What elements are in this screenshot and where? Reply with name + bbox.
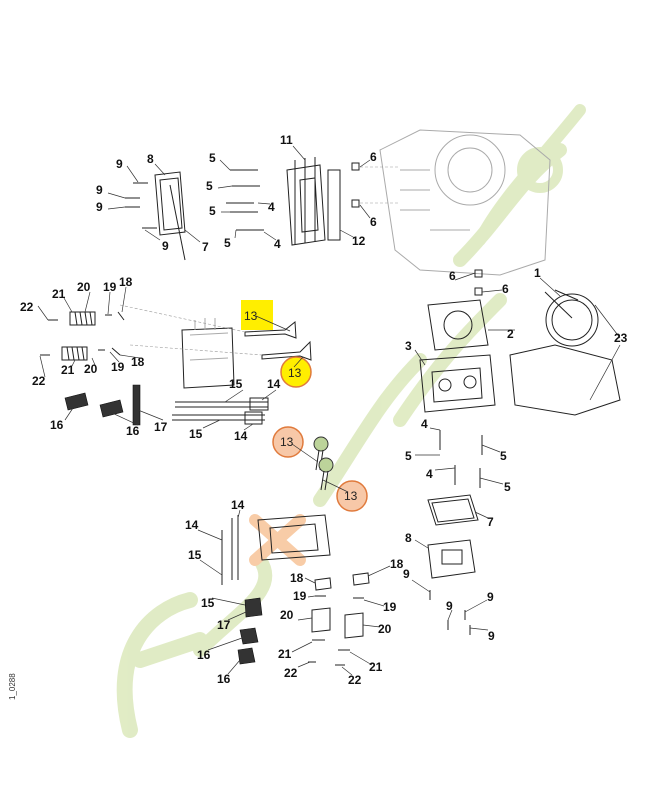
cylinder-head-side [181, 318, 235, 389]
callout: 17 [154, 420, 168, 434]
callout: 19 [293, 589, 307, 603]
callout: 5 [224, 236, 231, 250]
callout: 16 [126, 424, 140, 438]
rocker-gasket-cover [427, 494, 479, 635]
callout: 19 [383, 600, 397, 614]
callout: 20 [77, 280, 91, 294]
callout: 20 [84, 362, 98, 376]
callout: 9 [96, 200, 103, 214]
callout: 4 [426, 467, 433, 481]
highlight-square-13 [241, 300, 273, 330]
callout-highlighted: 13 [288, 366, 302, 380]
highlight-circle-13-b [272, 426, 304, 458]
callout: 4 [268, 200, 275, 214]
cylinder-head [419, 354, 496, 413]
callout-highlighted: 13 [280, 435, 294, 449]
callout: 8 [405, 531, 412, 545]
callout: 18 [390, 557, 404, 571]
callout: 19 [103, 280, 117, 294]
callout-highlighted: 13 [244, 309, 258, 323]
callout: 12 [352, 234, 366, 248]
breather-cover [154, 171, 186, 261]
callout: 9 [162, 239, 169, 253]
cylinder-head-top [226, 157, 400, 246]
callout: 14 [231, 498, 245, 512]
head-gasket [427, 269, 489, 351]
highlight-circle-13-a [280, 356, 312, 388]
callout: 6 [502, 282, 509, 296]
callout: 5 [504, 480, 511, 494]
callout: 7 [487, 515, 494, 529]
callout: 19 [111, 360, 125, 374]
callout: 18 [290, 571, 304, 585]
callout-labels: 9 8 9 9 9 7 5 5 5 5 4 4 11 6 6 12 22 21 … [20, 133, 628, 687]
lower-valve-springs [308, 572, 370, 666]
callout: 9 [96, 183, 103, 197]
callout: 15 [189, 427, 203, 441]
head-bolts [439, 430, 483, 488]
callout: 21 [369, 660, 383, 674]
callout: 21 [61, 363, 75, 377]
callout: 5 [209, 204, 216, 218]
callout-highlighted: 13 [344, 489, 358, 503]
callout: 9 [446, 599, 453, 613]
diagram-code: 1_0288 [8, 673, 17, 700]
callout: 1 [534, 266, 541, 280]
callout: 15 [229, 377, 243, 391]
valves-highlighted [313, 436, 334, 491]
callout: 6 [370, 215, 377, 229]
callout: 9 [488, 629, 495, 643]
callout: 22 [348, 673, 362, 687]
callout: 6 [370, 150, 377, 164]
engine-block [379, 129, 551, 276]
callout: 3 [405, 339, 412, 353]
lower-head-assembly [221, 514, 331, 665]
callout: 14 [185, 518, 199, 532]
callout: 22 [32, 374, 46, 388]
callout: 7 [202, 240, 209, 254]
callout: 21 [278, 647, 292, 661]
callout: 4 [421, 417, 428, 431]
highlight-circle-13-c [336, 480, 368, 512]
callout: 16 [197, 648, 211, 662]
callout: 5 [405, 449, 412, 463]
callout: 21 [52, 287, 66, 301]
callout: 22 [20, 300, 34, 314]
pushrods-rockers [64, 384, 269, 426]
callout: 14 [234, 429, 248, 443]
valves [119, 304, 312, 361]
callout: 16 [50, 418, 64, 432]
callout: 5 [206, 179, 213, 193]
callout: 18 [119, 275, 133, 289]
callout: 14 [267, 377, 281, 391]
callout: 18 [131, 355, 145, 369]
callout: 20 [378, 622, 392, 636]
callout: 9 [403, 567, 410, 581]
callout: 16 [217, 672, 231, 686]
leader-lines [37, 145, 561, 676]
callout: 5 [209, 151, 216, 165]
callout: 8 [147, 152, 154, 166]
callout: 9 [487, 590, 494, 604]
callout: 4 [274, 237, 281, 251]
callout: 15 [188, 548, 202, 562]
valve-springs [40, 311, 125, 361]
bolts-9 [125, 182, 157, 229]
callout: 6 [449, 269, 456, 283]
callout: 9 [116, 157, 123, 171]
callout: 22 [284, 666, 298, 680]
camshaft-gear [509, 289, 621, 416]
callout: 23 [614, 331, 628, 345]
callout: 2 [507, 327, 514, 341]
callout: 11 [280, 133, 293, 147]
callout: 20 [280, 608, 294, 622]
callout: 5 [500, 449, 507, 463]
callout: 17 [217, 618, 231, 632]
callout: 15 [201, 596, 215, 610]
